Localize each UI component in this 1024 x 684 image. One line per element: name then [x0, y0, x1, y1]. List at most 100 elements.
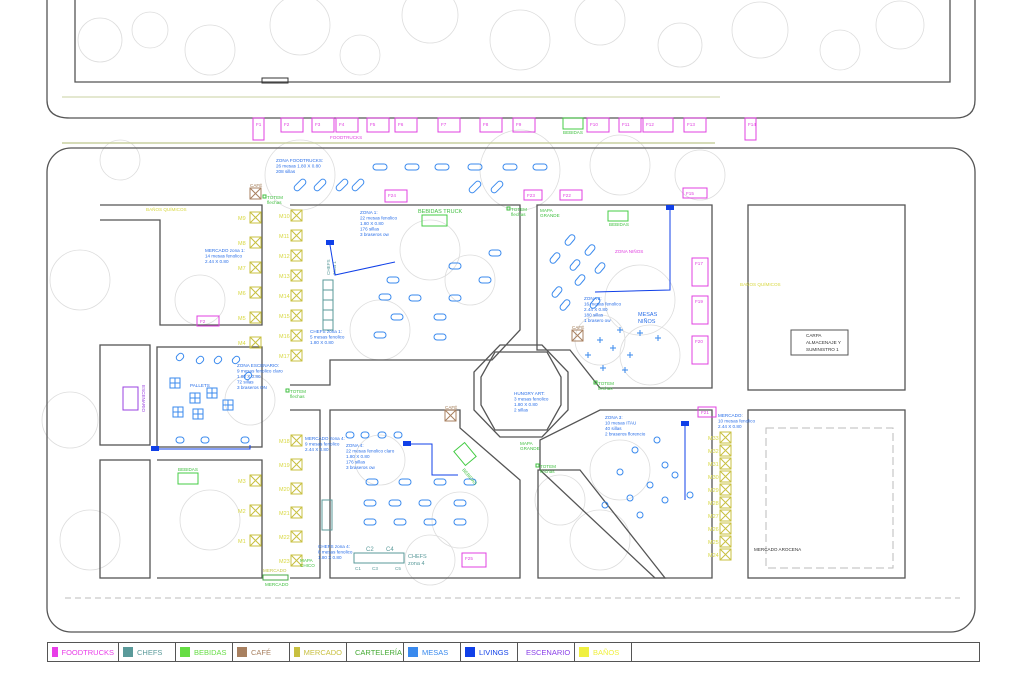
- block-zona-escenario: [156, 346, 263, 448]
- legend-swatch: [180, 647, 190, 657]
- mapa-chico-label-2: CHICO: [300, 563, 315, 568]
- zone-foodtrucks-line: ZONA FOODTRUCKS:: [276, 158, 323, 163]
- legend-label: CAFÉ: [251, 647, 272, 657]
- svg-text:M2: M2: [238, 509, 246, 515]
- svg-text:F22: F22: [563, 193, 571, 198]
- mercado-stall-m16: M16: [279, 329, 303, 342]
- svg-text:M31: M31: [708, 462, 719, 468]
- zone-chefs4-line: 1.80 X 0.80: [318, 555, 342, 560]
- tree-canopy: [574, 314, 626, 366]
- tree-canopy: [444, 254, 496, 306]
- svg-text:M23: M23: [279, 559, 290, 565]
- mercado-stall-m30: M30: [708, 470, 732, 483]
- table: [453, 518, 467, 526]
- mercado-stall-m23: M23: [279, 554, 303, 567]
- table: [404, 163, 420, 171]
- pallet-table: [222, 399, 234, 411]
- svg-text:flechas: flechas: [290, 394, 305, 399]
- zone-escenario-line: 72 sillas: [237, 380, 254, 385]
- mercado-stall-m1: M1: [238, 534, 262, 547]
- mercado-stall-m3: M3: [238, 474, 262, 487]
- kids-table: [617, 327, 623, 333]
- foodtruck-stall-f2: F2: [196, 315, 220, 327]
- tree-canopy: [875, 0, 925, 50]
- itau-table: [661, 461, 669, 469]
- table: [335, 178, 349, 192]
- legend-label: BEBIDAS: [194, 647, 227, 657]
- mercado-stall-m13: M13: [279, 269, 303, 282]
- kids-table: [597, 337, 603, 343]
- table: [363, 518, 377, 526]
- table: [360, 431, 370, 439]
- table: [200, 436, 210, 444]
- svg-text:F13: F13: [687, 122, 695, 127]
- mercado-stall-m7: M7: [238, 261, 262, 274]
- mercado-stall-m29: M29: [708, 483, 732, 496]
- zone-zona1-line: 22 mesas fenolico: [360, 216, 397, 221]
- tree-canopy: [489, 9, 551, 71]
- table: [453, 499, 467, 507]
- zone-zona4-line: 1.80 X 0.80: [346, 454, 370, 459]
- block-bebidas-left: [157, 459, 263, 579]
- tree-canopy: [401, 0, 459, 44]
- mercado-stall-m2: M2: [238, 504, 262, 517]
- bebidas-truck: [421, 214, 448, 227]
- legend-label: MERCADO: [303, 647, 342, 657]
- block-carpa: [747, 204, 906, 391]
- kids-table: [622, 367, 628, 373]
- carpa-label-1: CARPA: [806, 333, 822, 338]
- table: [351, 178, 365, 192]
- mercado-stall-m19: M19: [279, 458, 303, 471]
- mercado-stalls: M9M8M7M6M5M4M10M11M12M13M14M15M16M17M18M…: [238, 209, 732, 567]
- tree-canopy: [131, 11, 169, 49]
- svg-text:F6: F6: [398, 122, 404, 127]
- table: [589, 297, 601, 309]
- bebidas-z2-label: BEBIDAS: [609, 222, 629, 227]
- foodtruck-stall-f14: F14: [744, 117, 757, 141]
- itau-table: [671, 471, 679, 479]
- table: [393, 431, 403, 439]
- zone-mercado1-line: 14 mesas fenolico: [205, 254, 242, 259]
- svg-text:M17: M17: [279, 354, 290, 360]
- table: [433, 333, 447, 341]
- upper-plaza-outline: [46, 0, 976, 119]
- mercado-label: MERCADO: [263, 568, 287, 573]
- svg-text:M16: M16: [279, 334, 290, 340]
- svg-text:M24: M24: [708, 553, 719, 559]
- cafe-kiosk: CAFÉ: [249, 182, 262, 200]
- chef-table-c1: C1: [355, 566, 361, 571]
- mercado-stall-m5: M5: [238, 311, 262, 324]
- gate: [261, 77, 289, 84]
- table: [418, 499, 432, 507]
- table: [363, 499, 377, 507]
- legend-item-café: CAFÉ: [233, 643, 290, 661]
- svg-text:flechas: flechas: [267, 200, 282, 205]
- svg-text:F3: F3: [315, 122, 321, 127]
- itau-table: [636, 511, 644, 519]
- block-left-lower: [99, 459, 151, 579]
- tables-layer: [151, 163, 694, 526]
- legend-label: LIVINGS: [479, 647, 509, 657]
- mercado-stall-m9: M9: [238, 211, 262, 224]
- tree-canopy: [179, 489, 241, 551]
- svg-text:F7: F7: [441, 122, 447, 127]
- tree-canopy: [399, 219, 461, 281]
- tree-canopy: [174, 274, 226, 326]
- cafe-kiosk: CAFÉ: [444, 404, 457, 422]
- foodtruck-stall-f11: F11: [618, 117, 642, 133]
- table: [490, 180, 504, 194]
- pallet-table: [206, 387, 218, 399]
- hungry-art-octagon-inner: [480, 351, 562, 431]
- svg-text:M19: M19: [279, 463, 290, 469]
- mesas-ninos-label: MESAS: [638, 312, 658, 318]
- svg-text:M15: M15: [279, 314, 290, 320]
- tree-canopy: [819, 29, 861, 71]
- zone-zona1-line: 1.80 X 0.80: [360, 221, 384, 226]
- foodtruck-stall-f22: F22: [559, 189, 583, 201]
- chefs-zona1-label-2: zona 1: [332, 261, 337, 275]
- zone-zona2-line: 16 mesas fenolico: [584, 302, 621, 307]
- svg-text:F15: F15: [686, 191, 694, 196]
